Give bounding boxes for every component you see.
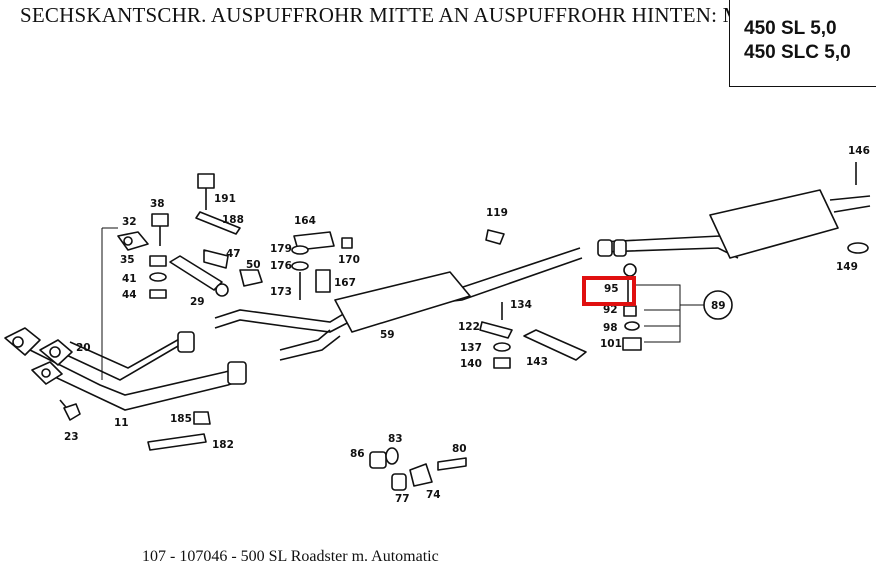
gasket-143[interactable]: [523, 329, 587, 361]
clip-92[interactable]: [623, 305, 637, 317]
washer-83[interactable]: [385, 447, 399, 465]
label-p176: 176: [270, 260, 292, 272]
label-p35: 35: [120, 254, 135, 266]
bolt-47[interactable]: [203, 249, 229, 269]
bolt-38[interactable]: [151, 213, 169, 246]
label-p164: 164: [294, 215, 316, 227]
label-p101: 101: [600, 338, 622, 350]
clamp-32[interactable]: [117, 231, 149, 251]
label-p146: 146: [848, 145, 870, 157]
label-p134: 134: [510, 299, 532, 311]
label-p191: 191: [214, 193, 236, 205]
label-p149: 149: [836, 261, 858, 273]
front-pipe-11[interactable]: [4, 327, 247, 411]
label-p137: 137: [460, 342, 482, 354]
bracket-122[interactable]: [479, 321, 513, 339]
label-p32: 32: [122, 216, 137, 228]
label-p188: 188: [222, 214, 244, 226]
label-p11: 11: [114, 417, 129, 429]
callout-89[interactable]: [703, 290, 733, 320]
label-p179: 179: [270, 243, 292, 255]
label-p89: 89: [711, 300, 726, 312]
nut-101[interactable]: [622, 337, 642, 351]
label-p185: 185: [170, 413, 192, 425]
rear-muffler[interactable]: [597, 189, 871, 259]
strap-182[interactable]: [147, 433, 207, 451]
label-p41: 41: [122, 273, 137, 285]
label-p23: 23: [64, 431, 79, 443]
label-p80: 80: [452, 443, 467, 455]
label-p20: 20: [76, 342, 91, 354]
label-p173: 173: [270, 286, 292, 298]
model-line-2: 450 SLC 5,0: [744, 42, 851, 63]
spacer-185[interactable]: [193, 411, 211, 425]
label-p86: 86: [350, 448, 365, 460]
washer-98[interactable]: [624, 321, 640, 331]
footer-caption: 107 - 107046 - 500 SL Roadster m. Automa…: [142, 548, 439, 565]
bracket-29[interactable]: [169, 255, 229, 297]
diagram-title: SECHSKANTSCHR. AUSPUFFROHR MITTE AN AUSP…: [20, 3, 753, 27]
washer-179[interactable]: [291, 245, 309, 255]
washer-176[interactable]: [291, 261, 309, 271]
clip-35[interactable]: [149, 255, 167, 267]
rubber-167[interactable]: [315, 269, 331, 293]
washer-41[interactable]: [149, 272, 167, 282]
label-p50: 50: [246, 259, 261, 271]
label-p167: 167: [334, 277, 356, 289]
label-p98: 98: [603, 322, 618, 334]
nut-170[interactable]: [341, 237, 353, 249]
label-p38: 38: [150, 198, 165, 210]
bolt-191[interactable]: [197, 173, 215, 210]
label-p29: 29: [190, 296, 205, 308]
label-p170: 170: [338, 254, 360, 266]
label-p95: 95: [604, 283, 619, 295]
label-p92: 92: [603, 304, 618, 316]
label-p47: 47: [226, 248, 241, 260]
nut-140[interactable]: [493, 357, 511, 369]
rubber-86[interactable]: [369, 451, 387, 469]
bracket-74[interactable]: [409, 463, 433, 487]
rubber-77[interactable]: [391, 473, 407, 491]
label-p74: 74: [426, 489, 441, 501]
label-p143: 143: [526, 356, 548, 368]
label-p77: 77: [395, 493, 410, 505]
model-line-1: 450 SL 5,0: [744, 18, 837, 39]
label-p119: 119: [486, 207, 508, 219]
label-p122: 122: [458, 321, 480, 333]
middle-pipe-59[interactable]: [214, 247, 583, 361]
label-p83: 83: [388, 433, 403, 445]
washer-149[interactable]: [847, 242, 869, 254]
bolt-80[interactable]: [437, 457, 467, 471]
leader-89: [636, 284, 704, 343]
highlight-box: [582, 276, 636, 306]
label-p44: 44: [122, 289, 137, 301]
bolt-119[interactable]: [485, 229, 505, 245]
model-box: 450 SL 5,0 450 SLC 5,0: [729, 0, 876, 87]
hanger-164[interactable]: [293, 231, 335, 251]
label-p140: 140: [460, 358, 482, 370]
washer-137[interactable]: [493, 342, 511, 352]
nut-50[interactable]: [239, 269, 263, 287]
strap-188[interactable]: [195, 211, 241, 235]
label-p59: 59: [380, 329, 395, 341]
nut-44[interactable]: [149, 289, 167, 299]
label-p182: 182: [212, 439, 234, 451]
bolt-23[interactable]: [59, 399, 81, 421]
